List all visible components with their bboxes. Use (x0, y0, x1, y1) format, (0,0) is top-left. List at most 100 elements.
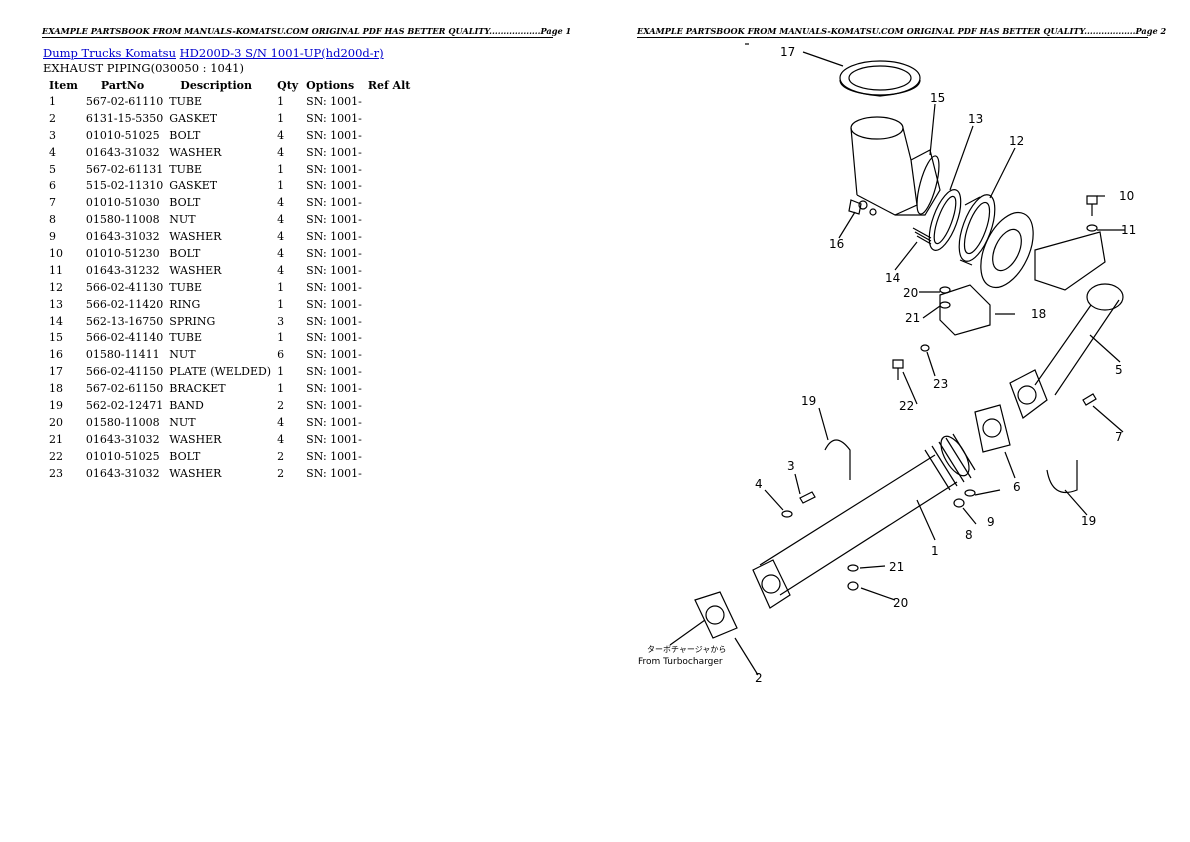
callout-13[interactable]: 13 (968, 112, 983, 126)
cell-options: SN: 1001- (306, 466, 362, 480)
cell-partno: 567-02-61150 (85, 382, 164, 396)
cell-partno: 01580-11008 (85, 213, 160, 227)
callout-9[interactable]: 9 (987, 515, 995, 529)
breadcrumb-link-category[interactable]: Dump Trucks Komatsu (43, 46, 176, 60)
part-washer-4 (781, 510, 793, 518)
callout-20-upper[interactable]: 20 (903, 286, 918, 300)
callout-11[interactable]: 11 (1121, 223, 1136, 237)
cell-options: SN: 1001- (306, 162, 362, 176)
cell-partno: 6131-15-5350 (85, 111, 164, 125)
callout-5[interactable]: 5 (1115, 363, 1123, 377)
callout-3[interactable]: 3 (787, 459, 795, 473)
part-band-lower (1046, 460, 1078, 494)
cell-ref-alt (365, 363, 416, 380)
callout-19-right[interactable]: 19 (1081, 514, 1096, 528)
callout-8[interactable]: 8 (965, 528, 973, 542)
cell-description: NUT (169, 213, 196, 227)
callout-15[interactable]: 15 (930, 91, 945, 105)
part-tube-flange (958, 194, 996, 266)
cell-ref-alt (365, 296, 416, 313)
cell-partno: 567-02-61110 (85, 94, 164, 108)
part-gasket-6 (974, 404, 1011, 453)
page-2: EXAMPLE PARTSBOOK FROM MANUALS-KOMATSU.C… (595, 0, 1190, 842)
callout-22[interactable]: 22 (899, 399, 914, 413)
cell-qty: 1 (277, 111, 285, 125)
cell-item: 4 (49, 145, 56, 159)
cell-partno: 01643-31032 (85, 145, 160, 159)
cell-partno: 562-13-16750 (85, 314, 164, 328)
callout-17[interactable]: 17 (780, 45, 795, 59)
col-header-description: Description (180, 78, 252, 92)
cell-ref-alt (365, 380, 416, 397)
part-bolt-22 (892, 359, 904, 380)
callout-21-upper[interactable]: 21 (905, 311, 920, 325)
cell-options: SN: 1001- (306, 348, 362, 362)
cell-item: 21 (49, 432, 63, 446)
from-label-en: From Turbocharger (638, 657, 723, 667)
section-title: EXHAUST PIPING(030050 : 1041) (43, 61, 244, 75)
cell-partno: 562-02-12471 (85, 398, 164, 412)
cell-options: SN: 1001- (306, 196, 362, 210)
cell-options: SN: 1001- (306, 263, 362, 277)
callout-4[interactable]: 4 (755, 477, 763, 491)
callout-6[interactable]: 6 (1013, 480, 1021, 494)
cell-options: SN: 1001- (306, 179, 362, 193)
cell-partno: 566-02-41130 (85, 280, 164, 294)
col-header-ref-alt: Ref Alt (367, 78, 411, 92)
callout-12[interactable]: 12 (1009, 134, 1024, 148)
cell-description: NUT (169, 348, 196, 362)
cell-description: BAND (169, 398, 204, 412)
callout-1[interactable]: 1 (931, 544, 939, 558)
cell-item: 6 (49, 179, 56, 193)
cell-partno: 515-02-11310 (85, 179, 164, 193)
cell-ref-alt (365, 211, 416, 228)
cell-options: SN: 1001- (306, 111, 362, 125)
col-header-item: Item (49, 78, 78, 92)
cell-options: SN: 1001- (306, 449, 362, 463)
part-nut-20-lower (847, 581, 859, 591)
callout-10[interactable]: 10 (1119, 189, 1134, 203)
part-band-upper (824, 439, 851, 480)
callout-2[interactable]: 2 (755, 671, 763, 685)
cell-description: TUBE (169, 280, 203, 294)
callout-16[interactable]: 16 (829, 237, 844, 251)
cell-partno: 01643-31232 (85, 263, 160, 277)
part-washer-11 (1086, 224, 1098, 232)
cell-qty: 1 (277, 382, 285, 396)
cell-description: TUBE (169, 162, 203, 176)
callout-18[interactable]: 18 (1031, 307, 1046, 321)
callout-19-left[interactable]: 19 (801, 394, 816, 408)
callout-14[interactable]: 14 (885, 271, 900, 285)
cell-qty: 4 (277, 213, 285, 227)
col-header-partno: PartNo (100, 78, 145, 92)
cell-partno: 01580-11008 (85, 415, 160, 429)
cell-partno: 566-02-11420 (85, 297, 164, 311)
cell-description: SPRING (169, 314, 216, 328)
cell-item: 12 (49, 280, 63, 294)
cell-item: 11 (49, 263, 63, 277)
cell-ref-alt (365, 177, 416, 194)
cell-item: 16 (49, 348, 63, 362)
cell-item: 22 (49, 449, 63, 463)
callout-7[interactable]: 7 (1115, 430, 1123, 444)
callout-21-lower[interactable]: 21 (889, 560, 904, 574)
breadcrumb-link-model[interactable]: HD200D-3 S/N 1001-UP(hd200d-r) (179, 46, 384, 60)
callout-20-lower[interactable]: 20 (893, 596, 908, 610)
cell-qty: 2 (277, 449, 285, 463)
cell-qty: 2 (277, 466, 285, 480)
callout-23[interactable]: 23 (933, 377, 948, 391)
cell-qty: 2 (277, 398, 285, 412)
cell-options: SN: 1001- (306, 145, 362, 159)
col-header-options: Options (306, 78, 355, 92)
